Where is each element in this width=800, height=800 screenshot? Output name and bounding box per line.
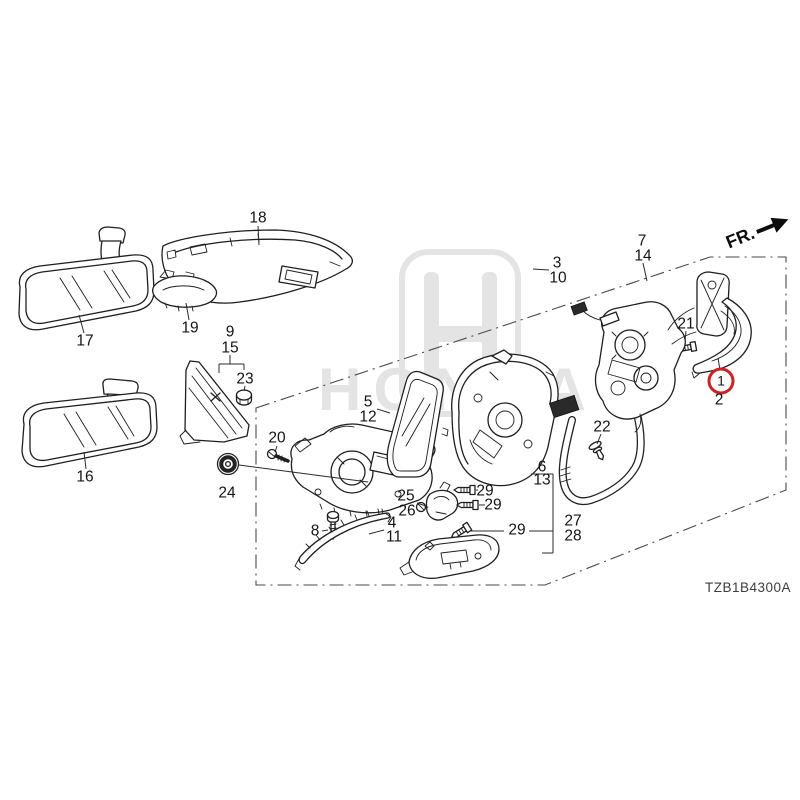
- callout-4[interactable]: 4: [387, 514, 397, 532]
- part-grommet-24: [216, 452, 240, 476]
- callout-19[interactable]: 19: [181, 319, 199, 337]
- callout-29[interactable]: 29: [476, 482, 494, 500]
- callout-29[interactable]: 29: [508, 521, 526, 539]
- fr-arrow-icon: [756, 217, 789, 234]
- callout-11[interactable]: 11: [385, 528, 403, 546]
- part-console-bracket-19: [152, 269, 218, 312]
- callout-18[interactable]: 18: [249, 209, 267, 227]
- callout-22[interactable]: 22: [593, 418, 611, 436]
- part-wire-harness-27-28: [548, 394, 645, 506]
- part-corner-garnish-9-15: [179, 360, 250, 445]
- callout-24[interactable]: 24: [218, 484, 236, 502]
- callout-10[interactable]: 10: [549, 269, 567, 287]
- callout-29[interactable]: 29: [484, 496, 502, 514]
- part-interior-mirror-16: [21, 378, 158, 468]
- diagram-part-code: TZB1B4300A: [704, 580, 792, 595]
- callout-2[interactable]: 2: [714, 391, 724, 409]
- callout-16[interactable]: 16: [76, 468, 94, 486]
- part-actuator-assembly: [570, 301, 697, 433]
- part-clip-22: [588, 440, 605, 461]
- callout-3[interactable]: 3: [552, 254, 562, 272]
- callout-12[interactable]: 12: [359, 408, 377, 426]
- callout-26[interactable]: 26: [398, 502, 416, 520]
- callout-8[interactable]: 8: [310, 522, 320, 540]
- callout-9[interactable]: 9: [225, 323, 235, 341]
- part-gasket-4-11: [294, 508, 392, 571]
- callout-6[interactable]: 6: [537, 458, 547, 476]
- part-screw-20: [266, 448, 290, 463]
- part-turn-signal-lamp-1-2: [691, 271, 752, 379]
- part-holder-bracket-25-26: [415, 481, 459, 521]
- part-lower-cover: [399, 534, 500, 579]
- callout-14[interactable]: 14: [634, 247, 652, 265]
- callout-15[interactable]: 15: [221, 339, 239, 357]
- callout-17[interactable]: 17: [76, 332, 94, 350]
- leader-lines: [78, 225, 721, 554]
- callout-20[interactable]: 20: [268, 429, 286, 447]
- callout-21[interactable]: 21: [677, 315, 695, 333]
- assembly-boundary: [255, 256, 787, 586]
- part-mirror-glass-5-12: [386, 370, 449, 478]
- part-mirror-housing-6-13: [451, 349, 559, 487]
- callout-7[interactable]: 7: [637, 232, 647, 250]
- callout-5[interactable]: 5: [363, 393, 373, 411]
- callout-27[interactable]: 27: [564, 512, 582, 530]
- part-interior-mirror-17: [18, 226, 155, 331]
- callout-13[interactable]: 13: [533, 471, 551, 489]
- callout-25[interactable]: 25: [397, 487, 415, 505]
- callout-28[interactable]: 28: [564, 527, 582, 545]
- callout-1-highlighted[interactable]: 1: [707, 367, 735, 395]
- callout-23[interactable]: 23: [236, 370, 254, 388]
